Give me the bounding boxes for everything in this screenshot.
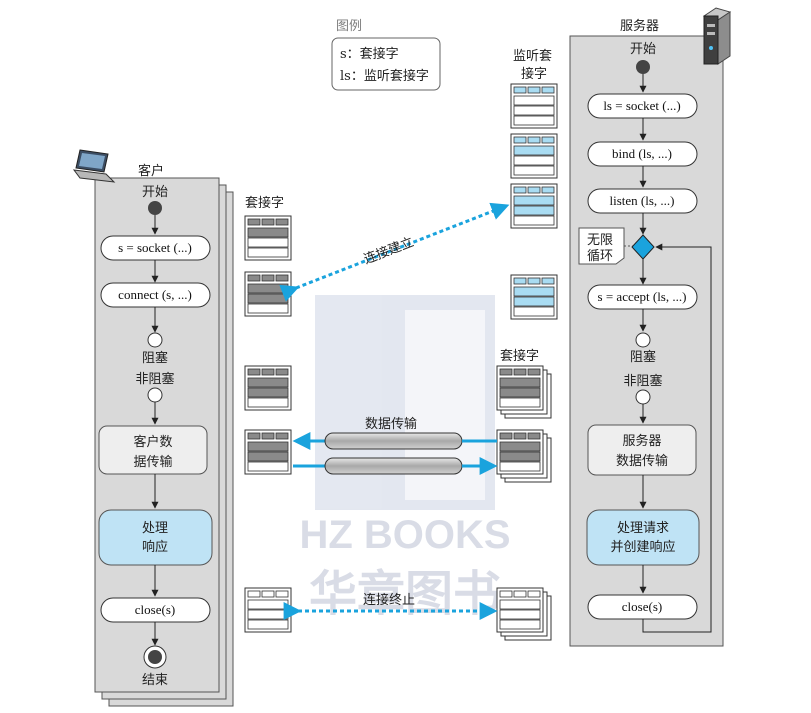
legend-line-listen-socket: ls：监听套接字 [340, 68, 429, 84]
server-start-label: 开始 [630, 42, 656, 57]
client-blocking-label: 阻塞 [142, 350, 168, 366]
data-pipe-client-to-server [324, 457, 463, 475]
client-process-response-box [98, 509, 213, 566]
client-socket-column-label: 套接字 [245, 195, 284, 211]
client-socket-icon [244, 215, 292, 261]
client-blocking-node [147, 332, 163, 348]
client-end-node-inner [148, 650, 162, 664]
legend-box [331, 37, 441, 91]
listen-socket-icon [510, 183, 558, 229]
client-process-line1: 处理 [142, 521, 168, 536]
client-data-transfer-box [98, 425, 208, 475]
server-title: 服务器 [620, 18, 659, 34]
client-data-transfer-line1: 客户数 [133, 434, 172, 450]
client-socket-icon [244, 271, 292, 317]
server-socket-call-text: ls = socket (...) [603, 98, 680, 113]
server-blocking-label: 阻塞 [630, 349, 656, 365]
client-nonblocking-node [147, 387, 163, 403]
legend-title: 图例 [336, 19, 362, 34]
listen-socket-label-line2: 接字 [521, 66, 547, 82]
server-nonblocking-label: 非阻塞 [623, 373, 662, 389]
listen-socket-icon [510, 83, 558, 129]
legend-line-socket: s：套接字 [340, 46, 399, 62]
server-data-transfer-box [587, 424, 697, 476]
server-bind-call-text: bind (ls, ...) [612, 146, 672, 161]
client-process-line2: 响应 [142, 539, 168, 555]
server-data-transfer-line1: 服务器 [622, 433, 661, 449]
server-nonblocking-node [635, 389, 651, 405]
client-start-label: 开始 [142, 185, 168, 200]
data-transfer-label: 数据传输 [365, 416, 417, 432]
server-socket-icon [496, 429, 552, 483]
server-accept-call-text: s = accept (ls, ...) [598, 289, 687, 304]
client-socket-icon [244, 429, 292, 475]
client-title: 客户 [138, 163, 164, 179]
server-loop-back-arrow [642, 243, 712, 633]
legend: 图例 s：套接字 ls：监听套接字 [331, 19, 441, 91]
laptop-icon [72, 149, 116, 183]
server-process-line2: 并创建响应 [610, 539, 675, 555]
client-socket-icon [244, 587, 292, 633]
server-icon [702, 7, 732, 65]
server-process-request-box [586, 509, 700, 566]
watermark-text-en: HZ BOOKS [299, 513, 510, 557]
listen-socket-icon [510, 133, 558, 179]
client-nonblocking-label: 非阻塞 [135, 371, 174, 387]
infinite-loop-line2: 循环 [587, 249, 613, 264]
connection-establish-label: 连接建立 [362, 234, 416, 268]
client-socket-call-text: s = socket (...) [118, 240, 192, 255]
client-start-node [148, 201, 162, 215]
server-blocking-node [635, 332, 651, 348]
listen-socket-label-line1: 监听套 [513, 48, 552, 64]
client-end-label: 结束 [142, 673, 168, 688]
connection-terminate-label: 连接终止 [363, 592, 415, 608]
data-pipe-server-to-client [324, 432, 463, 450]
client-socket-icon [244, 365, 292, 411]
connection-establish-arrow [279, 202, 510, 302]
server-close-call-text: close(s) [622, 599, 662, 614]
client-connect-call-text: connect (s, ...) [118, 287, 192, 302]
client-data-transfer-line2: 据传输 [133, 454, 172, 470]
server-listen-call-text: listen (ls, ...) [610, 193, 675, 208]
server-process-line1: 处理请求 [617, 521, 669, 536]
server-socket-icon [496, 365, 552, 419]
client-close-call-text: close(s) [135, 602, 175, 617]
server-data-transfer-line2: 数据传输 [616, 453, 668, 469]
server-socket-column-label: 套接字 [500, 348, 539, 364]
infinite-loop-note [578, 227, 625, 265]
server-start-node [636, 60, 650, 74]
server-socket-icon [496, 587, 552, 641]
infinite-loop-line1: 无限 [587, 233, 613, 248]
listen-socket-icon [510, 274, 558, 320]
